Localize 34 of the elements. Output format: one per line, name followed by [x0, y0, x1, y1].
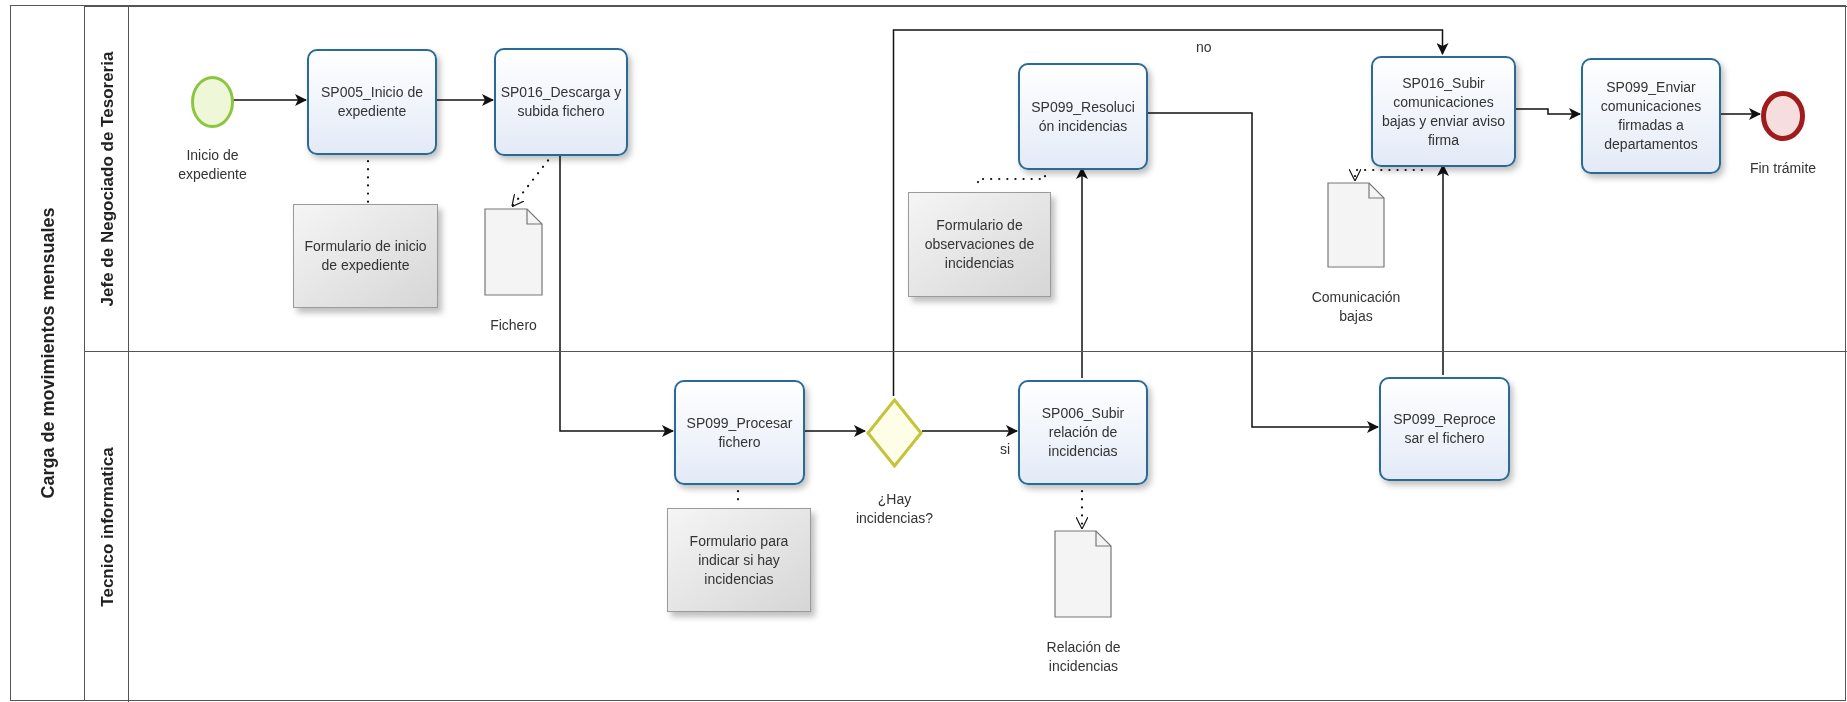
task-box: SP016_Subir comunicaciones bajas y enviar aviso firma [1371, 56, 1516, 167]
task-box: SP016_Descarga y subida fichero [494, 48, 628, 156]
sequence-flow-arrow [232, 94, 307, 106]
lane-title: Jefe de Negociado de Tesoreria [97, 50, 116, 309]
sequence-flow-arrow [435, 94, 494, 106]
sequence-flow-arrow [1514, 108, 1581, 120]
sequence-flow-arrow [1719, 108, 1761, 120]
pool-title: Carga de movimientos mensuales [36, 206, 59, 501]
sequence-flow-arrow [1146, 112, 1379, 433]
lane-title: Tecnico informatica [97, 446, 116, 609]
sequence-flow-arrow [1076, 167, 1088, 379]
event-label: Fin trámite [1748, 159, 1818, 178]
form-annotation: Formulario de inicio de expediente [293, 204, 438, 308]
event-label: Comunicación bajas [1310, 288, 1402, 326]
pool [10, 5, 1846, 701]
event-label: Relación de incidencias [1045, 638, 1122, 676]
task-box: SP005_Inicio de expediente [307, 49, 437, 155]
sequence-flow-arrow [559, 153, 674, 437]
sequence-flow-arrow [1437, 164, 1449, 376]
event-label: ¿Hay incidencias? [854, 490, 935, 528]
event-label: Inicio de expediente [177, 146, 248, 184]
swimlane [85, 351, 1847, 702]
event-label: Fichero [489, 316, 538, 335]
sequence-flow-arrow [921, 425, 1018, 437]
swimlane [85, 6, 1847, 351]
task-box: SP006_Subir relación de incidencias [1018, 380, 1148, 485]
sequence-flow-arrow [892, 29, 1449, 397]
task-box: SP099_Resoluci ón incidencias [1018, 63, 1148, 170]
form-annotation: Formulario de observaciones de incidencias [908, 192, 1051, 297]
task-box: SP099_Procesar fichero [674, 380, 805, 485]
sequence-flow-arrow [803, 425, 866, 437]
task-box: SP099_Reproce sar el fichero [1379, 377, 1510, 481]
task-box: SP099_Enviar comunicaciones firmadas a departamentos [1581, 58, 1721, 174]
form-annotation: Formulario para indicar si hay incidencias [667, 508, 811, 612]
